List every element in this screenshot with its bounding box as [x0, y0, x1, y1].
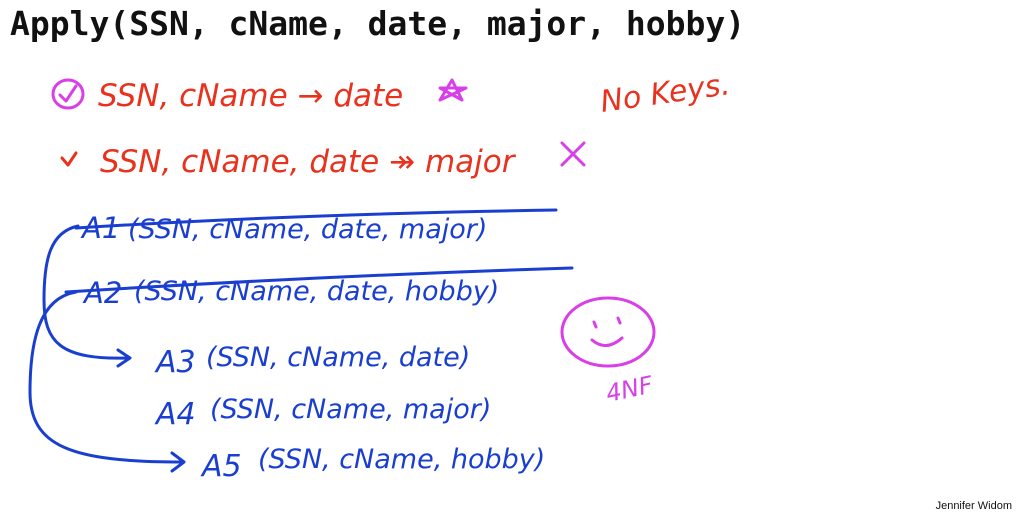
- arrowhead-a3-icon: [116, 348, 132, 368]
- smiley-face-icon: [560, 296, 656, 368]
- mvd-ssn-cname-date-major: SSN, cName, date ↠ major: [100, 144, 517, 180]
- no-keys-note: No Keys.: [598, 67, 732, 120]
- star-icon: [438, 78, 468, 102]
- relation-a5-attributes: (SSN, cName, hobby): [258, 444, 545, 475]
- arrow-a2-to-a5: [28, 290, 184, 464]
- relation-a2-name: A2: [82, 276, 122, 310]
- circled-check-icon: [51, 78, 85, 110]
- fd-ssn-cname-date: SSN, cName → date: [98, 78, 403, 114]
- strike-a1: [74, 208, 558, 230]
- fourth-normal-form-label: 4NF: [603, 370, 656, 407]
- relation-a3-attributes: (SSN, cName, date): [206, 342, 470, 373]
- relation-a4-attributes: (SSN, cName, major): [210, 394, 491, 425]
- check-icon: [60, 151, 78, 167]
- author-credit: Jennifer Widom: [935, 500, 1012, 512]
- relation-a4-name: A4: [154, 397, 196, 432]
- arrow-a1-to-a3: [42, 224, 130, 360]
- relation-a3-name: A3: [154, 345, 196, 380]
- slide-title: Apply(SSN, cName, date, major, hobby): [10, 4, 746, 43]
- relation-a5-name: A5: [200, 449, 242, 484]
- relation-a1-attributes: (SSN, cName, date, major): [128, 214, 487, 245]
- strike-a2: [64, 266, 574, 294]
- x-mark-icon: [560, 141, 586, 167]
- relation-a2-attributes: (SSN, cName, date, hobby): [134, 276, 499, 307]
- arrowhead-a5-icon: [170, 451, 186, 473]
